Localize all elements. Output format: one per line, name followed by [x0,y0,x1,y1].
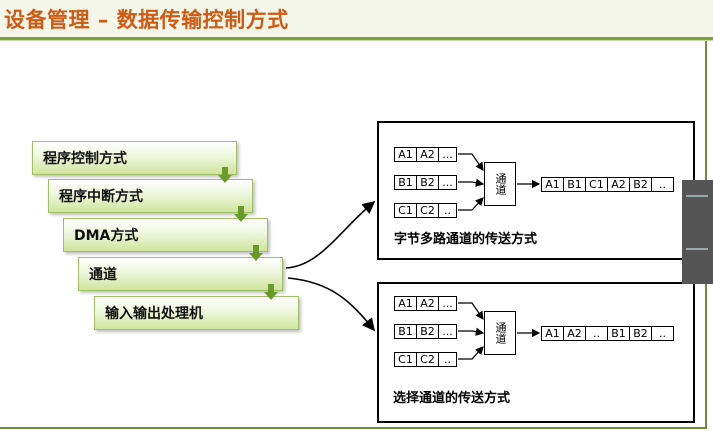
output-stream-cell: .. [651,177,674,192]
input-buffer-cell: ... [438,147,457,162]
side-overlay-widget[interactable] [682,180,713,284]
step-label: DMA方式 [74,228,139,244]
side-overlay-line [686,195,708,197]
input-buffer-cell: .. [438,203,457,218]
input-buffer-cell: A1 [394,296,417,311]
side-overlay-line [686,248,708,250]
input-buffer-cell: B1 [394,175,417,190]
output-stream-cell: .. [585,326,608,341]
input-buffer-cell: C1 [394,352,417,367]
output-stream-cell: B2 [629,177,652,192]
step-label: 通道 [89,267,117,283]
title-underline [0,37,713,40]
input-buffer-cell: ... [438,175,457,190]
channel-box: 通道 [484,162,516,206]
input-buffer-cell: .. [438,352,457,367]
connector-to-selector [287,277,375,332]
input-buffer-cell: A1 [394,147,417,162]
input-buffer-cell: ... [438,296,457,311]
input-buffer-cell: C2 [416,352,439,367]
down-arrow-icon [218,167,232,183]
caption-byte-multiplex: 字节多路通道的传送方式 [394,232,538,247]
output-stream-cell: .. [651,326,674,341]
connector-to-byte-multiplex [285,200,376,269]
channel-connectors [285,200,376,332]
output-stream-cell: A1 [541,177,564,192]
output-stream-cell: C1 [585,177,608,192]
step-channel: 通道 [78,257,283,291]
output-stream-cell: A2 [563,326,586,341]
input-buffer-cell: B2 [416,175,439,190]
input-buffer-cell: C2 [416,203,439,218]
step-program-control: 程序控制方式 [32,141,237,175]
caption-selector: 选择通道的传送方式 [393,391,511,406]
title-bar [0,0,713,38]
output-stream-cell: B1 [607,326,630,341]
output-stream-cell: B2 [629,326,652,341]
input-buffer-cell: A2 [416,147,439,162]
channel-box: 通道 [484,311,516,355]
output-stream-cell: B1 [563,177,586,192]
down-arrow-icon [249,245,263,261]
step-program-interrupt: 程序中断方式 [48,179,253,213]
step-label: 程序控制方式 [43,151,127,167]
input-buffer-cell: A2 [416,296,439,311]
step-label: 输入输出处理机 [105,306,203,322]
title-underline-light [0,40,713,41]
input-buffer-cell: B2 [416,324,439,339]
down-arrow-icon [234,206,248,222]
input-buffer-cell: B1 [394,324,417,339]
output-stream-cell: A2 [607,177,630,192]
input-buffer-cell: ... [438,324,457,339]
input-buffer-cell: C1 [394,203,417,218]
output-stream-cell: A1 [541,326,564,341]
step-label: 程序中断方式 [59,189,143,205]
step-io-processor: 输入输出处理机 [94,296,299,330]
step-dma: DMA方式 [63,218,268,252]
page-title: 设备管理 – 数据传输控制方式 [4,8,289,32]
down-arrow-icon [264,284,278,300]
